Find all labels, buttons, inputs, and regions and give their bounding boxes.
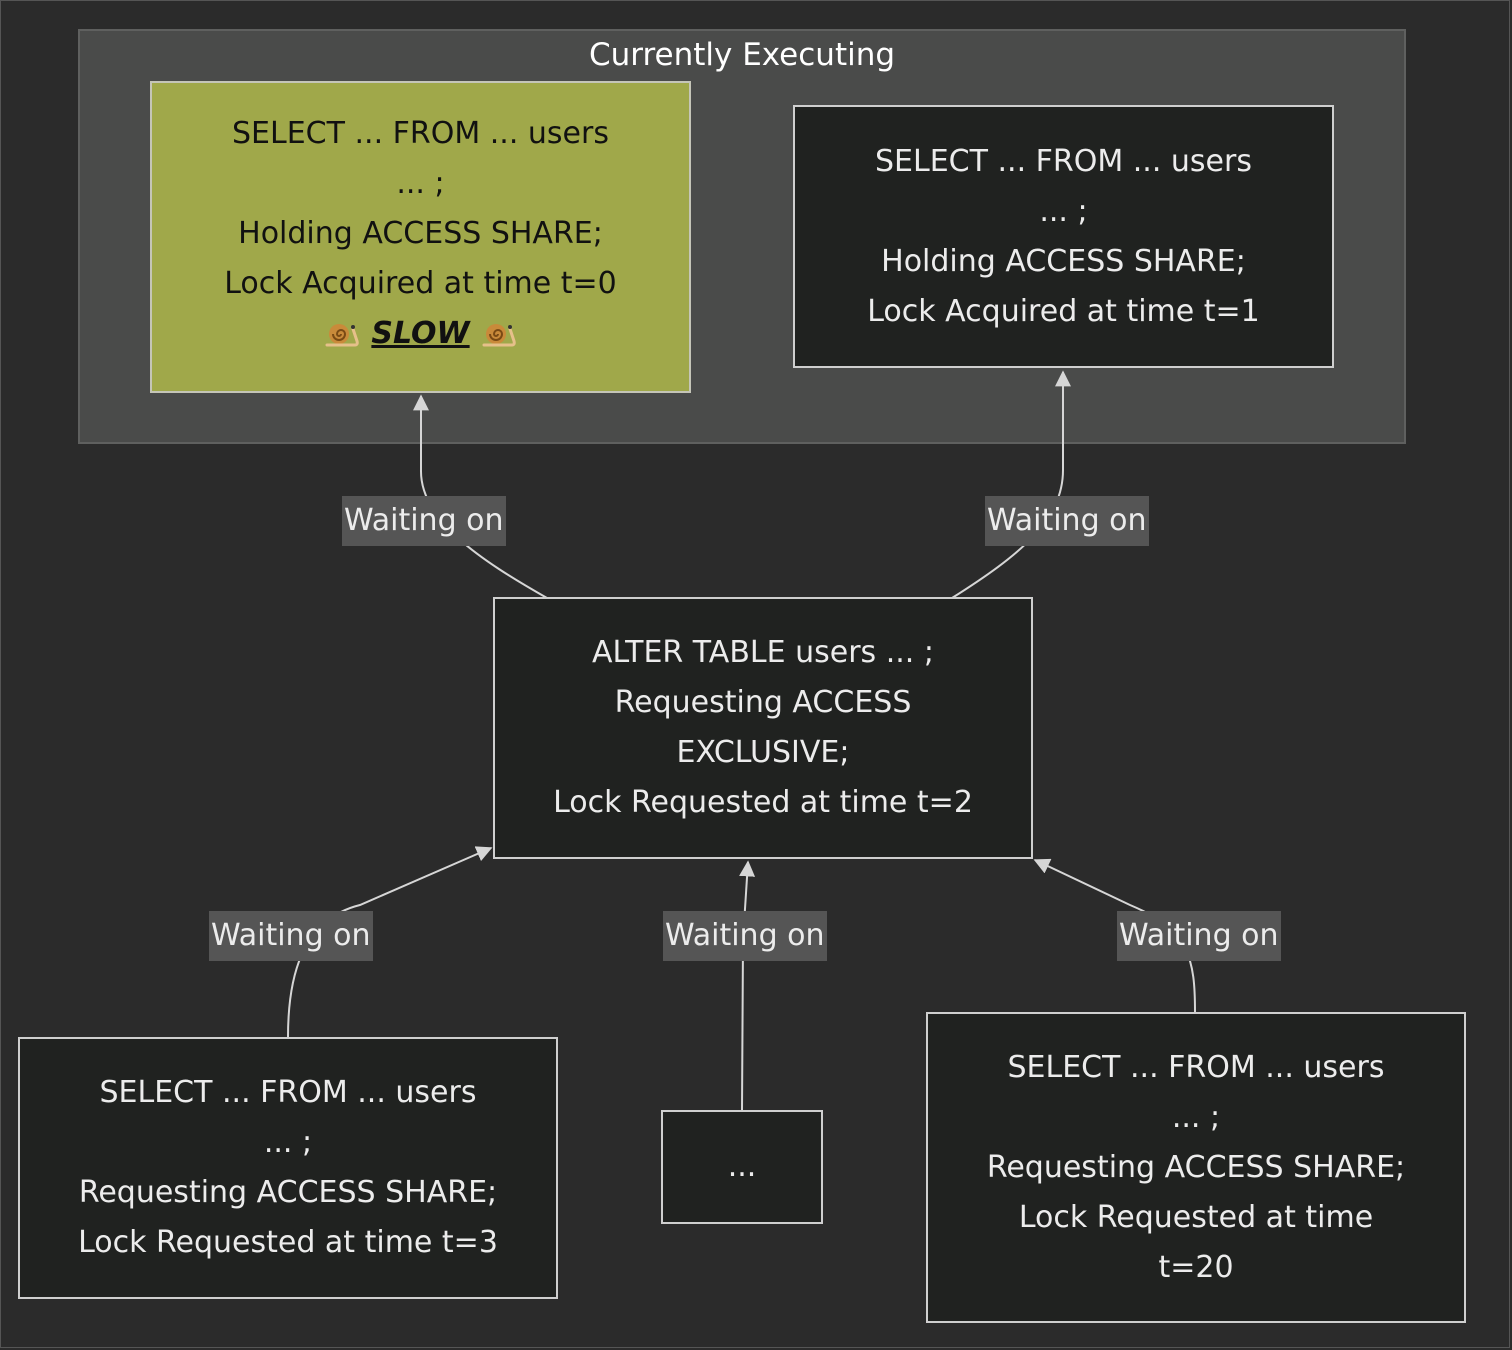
edge-ellipsis-to-alter (739, 860, 756, 1111)
node-line: Lock Requested at time t=3 (78, 1225, 498, 1260)
snail-icon (482, 324, 516, 347)
node-slow-select: SELECT ... FROM ... users ... ; Holding … (150, 81, 691, 393)
node-line: SELECT ... FROM ... users (1007, 1049, 1385, 1085)
slow-row: SLOW (152, 309, 689, 359)
node-line: Requesting ACCESS (614, 685, 912, 720)
node-line: Requesting ACCESS SHARE; (986, 1149, 1406, 1185)
node-line: ... ; (396, 166, 445, 201)
node-select-t1: SELECT ... FROM ... users ... ; Holding … (793, 105, 1334, 368)
node-line: Lock Requested at time (1018, 1199, 1374, 1235)
cluster-title: Currently Executing (588, 37, 896, 73)
node-line: Holding ACCESS SHARE; (881, 243, 1246, 279)
node-line: Holding ACCESS SHARE; (238, 216, 603, 251)
slow-label: SLOW (371, 316, 470, 351)
node-line: EXCLUSIVE; (676, 735, 850, 770)
node-line: t=20 (1158, 1249, 1234, 1285)
node-line: Requesting ACCESS SHARE; (78, 1175, 498, 1210)
edge-label-t3-to-alter: Waiting on (209, 911, 373, 961)
node-line: ... ; (1039, 193, 1088, 229)
node-line: Lock Acquired at time t=1 (867, 293, 1260, 329)
node-line: Lock Acquired at time t=0 (224, 266, 617, 301)
node-line: ALTER TABLE users ... ; (592, 635, 934, 670)
node-select-t3: SELECT ... FROM ... users ... ; Requesti… (18, 1037, 558, 1299)
edge-label-ellipsis-to-alter: Waiting on (663, 911, 827, 961)
node-line: ... ; (263, 1125, 313, 1160)
node-line: SELECT ... FROM ... users (232, 116, 609, 151)
node-line: SELECT ... FROM ... users (875, 143, 1252, 179)
node-select-t20: SELECT ... FROM ... users ... ; Requesti… (926, 1012, 1466, 1323)
node-line: SELECT ... FROM ... users (99, 1075, 477, 1110)
edge-label-alter-to-t1: Waiting on (985, 496, 1149, 546)
edge-alter-to-t1 (951, 370, 1071, 599)
node-line: Lock Requested at time t=2 (553, 785, 973, 820)
node-alter-table: ALTER TABLE users ... ; Requesting ACCES… (493, 597, 1033, 859)
node-ellipsis: ... (661, 1110, 823, 1224)
node-line: ... (727, 1149, 757, 1184)
edge-label-t20-to-alter: Waiting on (1117, 911, 1281, 961)
edge-label-alter-to-slow: Waiting on (342, 496, 506, 546)
node-line: ... ; (1171, 1099, 1221, 1135)
snail-icon (325, 324, 360, 347)
